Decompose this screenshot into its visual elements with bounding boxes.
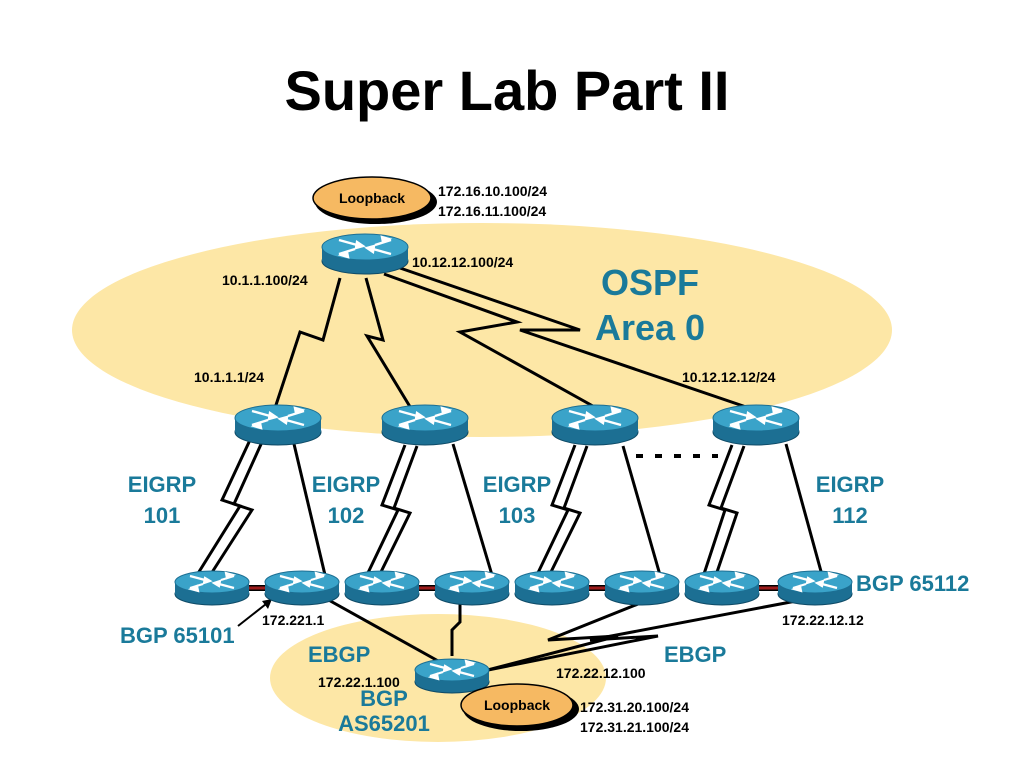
eigrp-103-number: 103 [499,503,536,528]
area-router-101-ip: 10.1.1.1/24 [194,369,264,385]
page-title: Super Lab Part II [285,59,730,122]
edge-router-112b[interactable] [776,569,854,607]
area-router-102[interactable] [380,403,470,447]
bgp-loopback-ip1: 172.31.20.100/24 [580,699,689,715]
ebgp-left-label: EBGP [308,642,370,667]
core-loopback-ip2: 172.16.11.100/24 [438,203,546,219]
bgp-bottom-ip-left: 172.22.1.100 [318,674,400,690]
bgp-loopback-label: Loopback [484,697,550,713]
edge-router-103a[interactable] [513,569,591,607]
eigrp-103-label: EIGRP [483,472,551,497]
bgp-as-label: BGP [360,686,408,711]
bgp-loopback: Loopback [460,683,579,731]
area-router-103[interactable] [550,403,640,447]
edge-router-101b[interactable] [263,569,341,607]
edge-router-101a[interactable] [173,569,251,607]
bgp-router[interactable] [413,657,491,695]
core-loopback: Loopback [312,176,437,224]
bgp-left-ip: 172.221.1 [262,612,324,628]
ospf-label: OSPF [601,262,699,303]
core-left-ip: 10.1.1.100/24 [222,272,308,288]
area-router-112[interactable] [711,403,801,447]
ebgp-links [324,596,813,674]
bgp-arrow [237,599,272,627]
edge-router-112a[interactable] [683,569,761,607]
core-router[interactable] [320,232,410,276]
bgp-right-ip: 172.22.12.12 [782,612,864,628]
ospf-area [72,223,892,437]
eigrp-102-number: 102 [328,503,365,528]
bgp-as-number: AS65201 [338,711,430,736]
eigrp-112-label: EIGRP [816,472,884,497]
eigrp-112-number: 112 [832,503,868,528]
eigrp-serial-links [195,439,824,579]
bgp-bottom-ip-right: 172.22.12.100 [556,665,646,681]
core-right-ip: 10.12.12.100/24 [412,254,513,270]
ospf-area-label: Area 0 [595,307,705,348]
edge-router-103b[interactable] [603,569,681,607]
edge-router-102a[interactable] [343,569,421,607]
area-router-112-ip: 10.12.12.12/24 [682,369,776,385]
eigrp-101-label: EIGRP [128,472,196,497]
core-loopback-label: Loopback [339,190,405,206]
eigrp-101-number: 101 [144,503,181,528]
core-loopback-ip1: 172.16.10.100/24 [438,183,547,199]
ebgp-right-label: EBGP [664,642,726,667]
bgp-65101-label: BGP 65101 [120,623,235,648]
core-serial-links [273,266,756,412]
edge-router-102b[interactable] [433,569,511,607]
eigrp-102-label: EIGRP [312,472,380,497]
area-router-101[interactable] [233,403,323,447]
bgp-65112-label: BGP 65112 [856,571,969,596]
bgp-loopback-ip2: 172.31.21.100/24 [580,719,689,735]
